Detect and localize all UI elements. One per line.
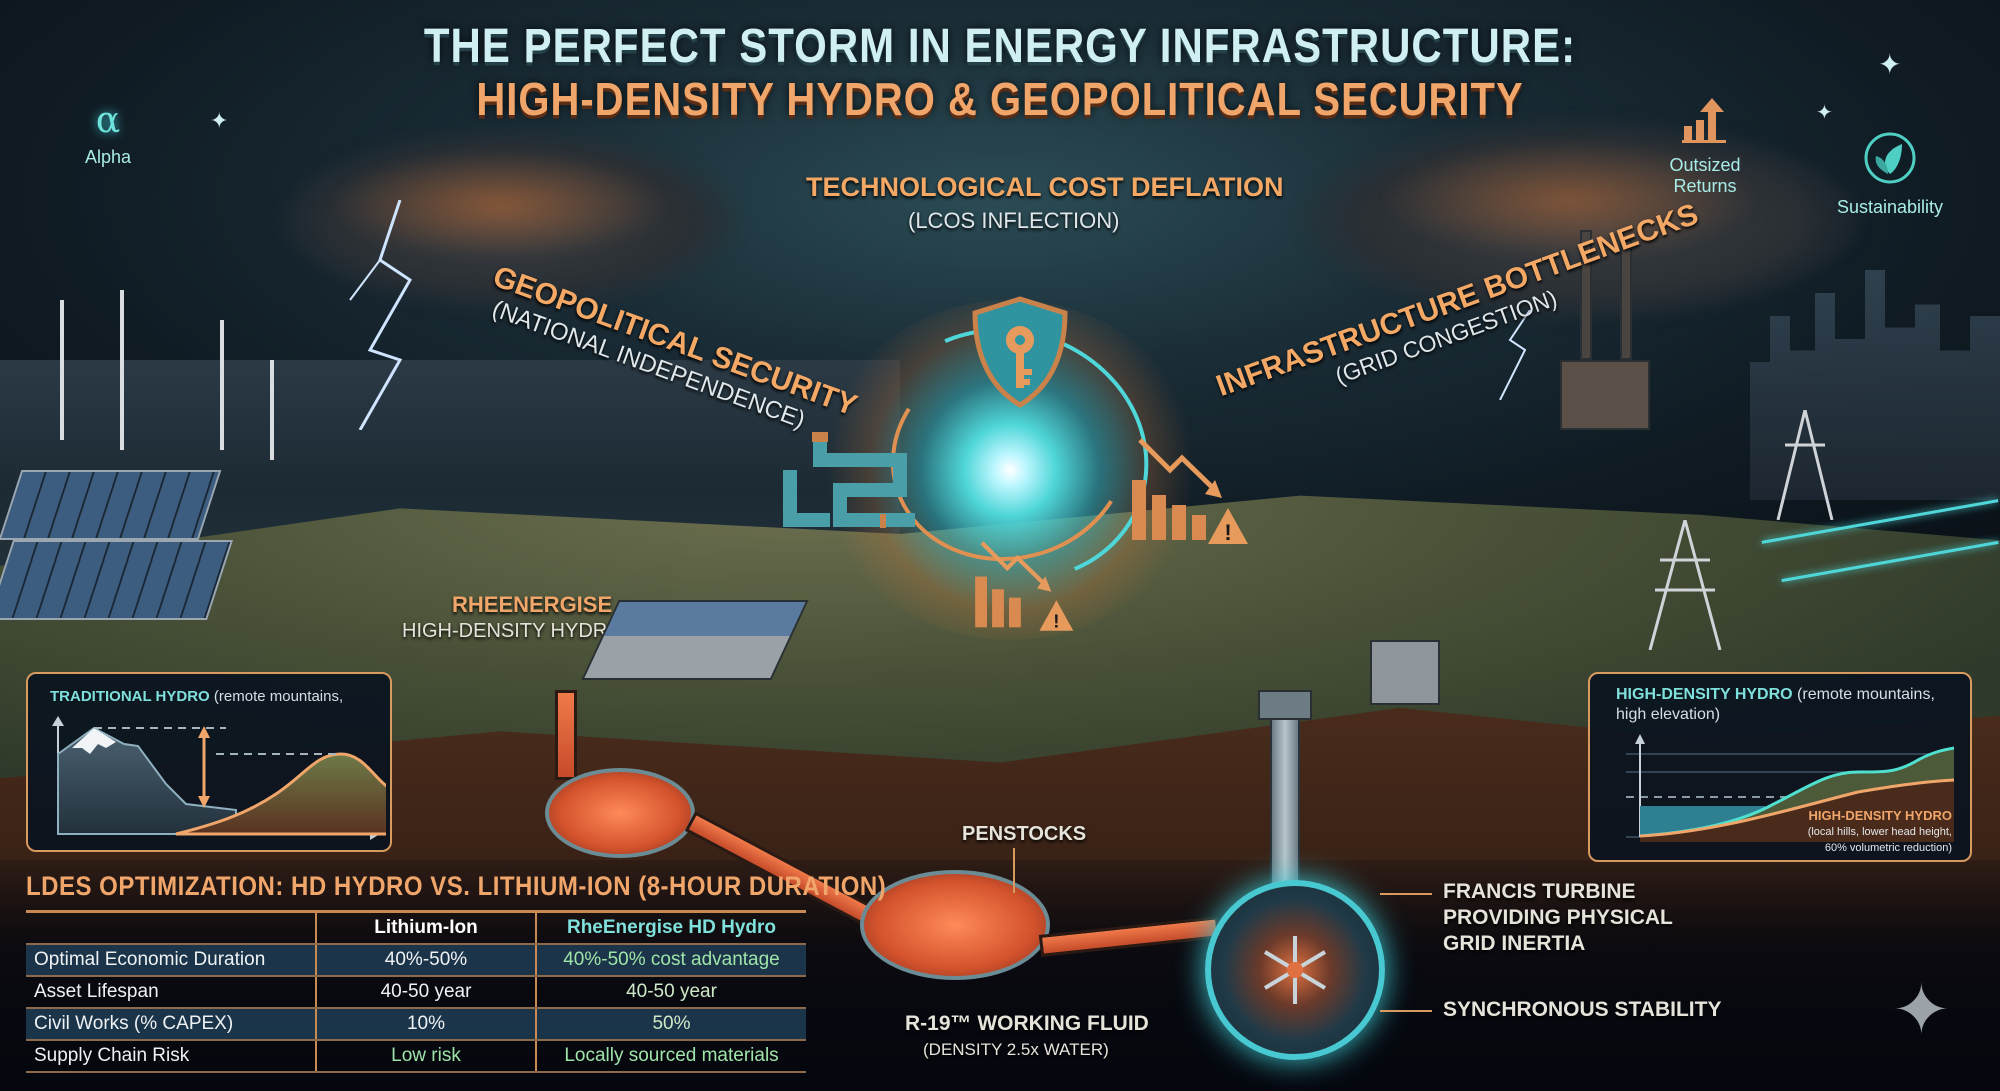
row-hd-hydro: 50% [535,1007,806,1041]
upper-reservoir-tank [545,768,695,858]
alpha-badge: α Alpha [68,100,148,168]
turbine-label-line3: GRID INERTIA [1443,932,1586,955]
hd-hydro-title: HIGH-DENSITY HYDRO (remote mountains, [1616,686,1935,704]
row-metric: Optimal Economic Duration [26,943,316,977]
hd-hydro-title-line2: high elevation) [1616,706,1721,723]
pipes-icon [783,432,915,528]
outsized-returns-badge: Outsized Returns [1650,98,1760,196]
stability-leader-line [1380,1010,1432,1012]
solar-panel-array [0,470,222,540]
hd-hydro-inner-line2: 60% volumetric reduction) [1824,842,1952,854]
star-icon: ✦ [1816,102,1833,124]
alpha-icon: α [95,100,121,141]
table-header-hd-hydro: RheEnergise HD Hydro [535,910,806,945]
table-header-lithium: Lithium-Ion [315,910,536,945]
force-tech-subtitle: (LCOS INFLECTION) [908,208,1120,233]
turbine-blades-icon [1263,936,1327,1004]
wind-turbine [220,320,224,450]
wind-turbine [270,360,274,460]
row-lithium: 40%-50% [315,943,536,977]
hd-hydro-title-bold: HIGH-DENSITY HYDRO [1616,686,1793,703]
star-icon: ✦ [1878,49,1902,80]
row-lithium: Low risk [315,1039,536,1073]
sparkle-icon: ✦ [1892,971,1951,1049]
outsized-label-line2: Returns [1673,175,1737,196]
wind-turbine [60,300,64,440]
transformer [1370,640,1440,705]
row-hd-hydro: Locally sourced materials [535,1039,806,1073]
bar-chart-up-arrow-icon [1682,98,1726,143]
declining-chart-warning-icon: ! [975,541,1074,631]
table-header-metric [26,910,316,945]
row-metric: Civil Works (% CAPEX) [26,1007,316,1041]
table-row: Civil Works (% CAPEX) 10% 50% [26,1007,806,1041]
turbine-leader-line [1380,893,1432,895]
working-fluid-label: R-19™ WORKING FLUID [905,1012,1149,1035]
transmission-tower-icon [1776,410,1834,520]
row-metric: Asset Lifespan [26,975,316,1009]
hd-hydro-panel: HIGH-DENSITY HYDRO (remote mountains, hi… [1588,672,1972,862]
wind-turbine [120,290,124,450]
lightning-bolt-icon [1499,310,1531,400]
main-subtitle: HIGH-DENSITY HYDRO & GEOPOLITICAL SECURI… [476,74,1524,126]
ldes-comparison-table: Lithium-Ion RheEnergise HD Hydro Optimal… [26,910,806,1073]
penstocks-label: PENSTOCKS [962,823,1087,845]
smokestack [1620,240,1632,360]
facility-name: RHEENERGISE [452,592,613,617]
row-lithium: 40-50 year [315,975,536,1009]
table-header-row: Lithium-Ion RheEnergise HD Hydro [26,910,806,945]
lower-reservoir-tank [860,870,1050,980]
row-metric: Supply Chain Risk [26,1039,316,1073]
sustainability-badge: Sustainability [1830,130,1950,218]
row-hd-hydro: 40-50 year [535,975,806,1009]
star-icon: ✦ [210,108,229,133]
turbine-label-line1: FRANCIS TURBINE [1443,880,1636,903]
svg-text:!: ! [1224,520,1231,545]
hd-hydro-title-rest: (remote mountains, [1792,686,1935,703]
row-hd-hydro: 40%-50% cost advantage [535,943,806,977]
turbine-label-line2: PROVIDING PHYSICAL [1443,906,1673,929]
traditional-hydro-title-rest: (remote mountains, [209,688,344,705]
storm-cloud-right-glow [1380,140,1760,260]
penstock-pipe [555,690,577,780]
transmission-tower-icon [1648,520,1722,650]
alpha-label: Alpha [84,147,132,167]
lightning-bolt-icon [349,200,412,430]
declining-chart-warning-icon: ! [1132,438,1248,545]
hd-hydro-inner-title: HIGH-DENSITY HYDRO [1808,808,1953,823]
turbine-shaft [1270,700,1300,900]
row-lithium: 10% [315,1007,536,1041]
hd-hydro-elevation-chart [1626,734,1955,842]
penstocks-leader-line [1013,848,1015,893]
rheenergise-facility [581,600,809,680]
turbine-generator-housing [1258,690,1312,720]
hd-hydro-inner-line1: (local hills, lower head height, [1807,826,1952,838]
solar-panel-array [0,540,233,620]
outsized-label-line1: Outsized [1669,155,1741,175]
sustainability-label: Sustainability [1836,197,1944,217]
smokestack [1580,230,1592,360]
force-tech-title: TECHNOLOGICAL COST DEFLATION [806,172,1284,202]
ldes-table-title: LDES OPTIMIZATION: HD HYDRO VS. LITHIUM-… [26,871,887,902]
facility-subtitle: HIGH-DENSITY HYDRO [402,620,623,642]
table-row: Optimal Economic Duration 40%-50% 40%-50… [26,943,806,977]
main-title: THE PERFECT STORM IN ENERGY INFRASTRUCTU… [423,18,1577,73]
leaf-icon [1864,132,1916,184]
traditional-hydro-title: TRADITIONAL HYDRO (remote mountains, [50,688,343,705]
traditional-hydro-panel: TRADITIONAL HYDRO (remote mountains, [26,672,392,852]
traditional-hydro-title-bold: TRADITIONAL HYDRO [50,688,210,705]
working-fluid-density: (DENSITY 2.5x WATER) [923,1040,1109,1059]
power-plant [1560,360,1650,430]
synchronous-stability-label: SYNCHRONOUS STABILITY [1443,998,1722,1021]
traditional-hydro-elevation-chart [52,716,386,840]
table-row: Supply Chain Risk Low risk Locally sourc… [26,1039,806,1073]
shield-key-icon [972,296,1068,408]
svg-text:!: ! [1053,610,1059,631]
table-row: Asset Lifespan 40-50 year 40-50 year [26,975,806,1009]
